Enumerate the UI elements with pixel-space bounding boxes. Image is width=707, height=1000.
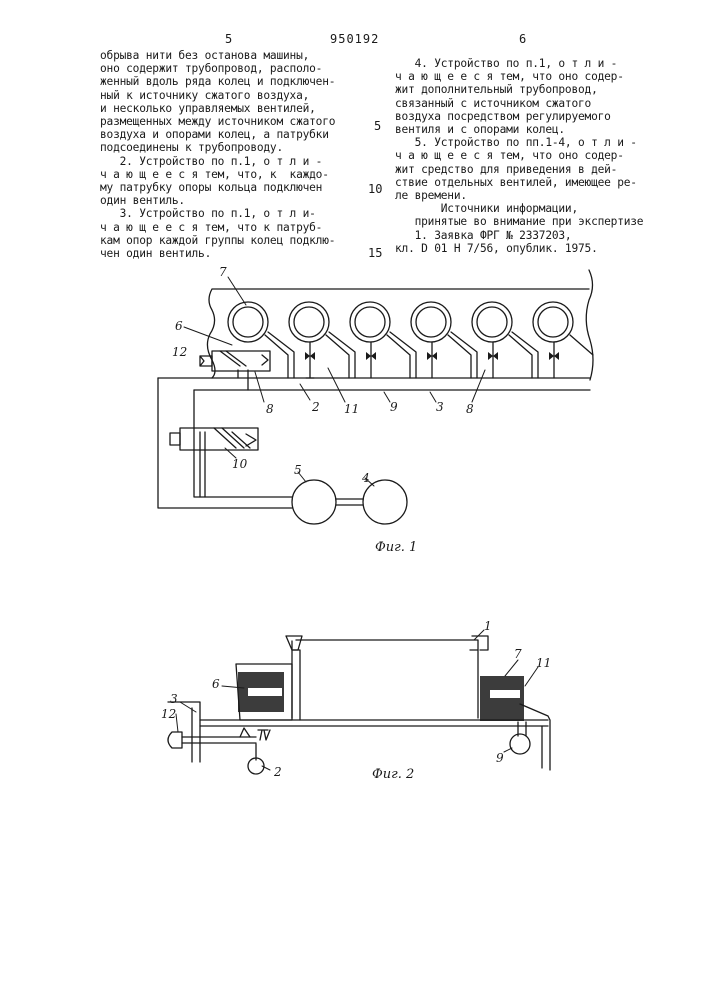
valve-10 [170,428,258,450]
fig1-label: 10 [232,457,248,471]
rod-12 [182,737,256,743]
figure-1: 7 6 12 8 2 11 9 3 8 10 5 4 Фиг. 1 [158,265,593,555]
fig1-label: 5 [294,463,302,477]
fig1-label: 7 [219,265,227,279]
ring-supports [228,302,573,342]
spring [240,728,270,740]
rail-break-right [586,270,593,380]
holder-7-fill [480,676,524,721]
fig2-label: 11 [536,656,551,670]
fig1-label: 2 [311,400,320,414]
holder-7-channel [490,690,520,698]
fig1-caption: Фиг. 1 [375,540,417,555]
valve-10-line [200,432,205,497]
air-source-4 [363,480,407,524]
fig1-label: 8 [266,402,274,416]
main-pipe [158,378,590,390]
pipe-9 [510,734,530,754]
air-source-5 [292,480,336,524]
valve-stems [306,342,554,378]
fig1-label: 9 [390,400,398,414]
fig1-label: 12 [172,345,187,359]
fig2-caption: Фиг. 2 [372,767,414,782]
fig1-label: 4 [361,471,370,485]
source-link [336,499,363,505]
ring-inner [292,650,478,720]
fig2-label: 3 [170,692,178,706]
leader-lines [184,277,485,486]
fig1-label: 3 [436,400,444,414]
fig1-label: 8 [466,402,474,416]
fig2-label: 2 [273,765,282,779]
knob-12 [168,732,182,748]
fig2-label: 1 [484,619,492,633]
figure-2: 1 6 7 11 3 12 2 9 Фиг. 2 [161,619,551,782]
fig2-label: 9 [496,751,504,765]
fig2-label: 6 [212,677,220,691]
fig1-label: 11 [344,402,359,416]
fig2-label: 12 [161,707,176,721]
right-bracket [520,704,550,770]
fig2-label: 7 [514,647,522,661]
supply-pipe [158,378,292,508]
ring-flange [286,636,488,650]
ring-body [292,640,478,718]
fig1-label: 6 [175,319,183,333]
holder-6-channel [248,688,282,696]
